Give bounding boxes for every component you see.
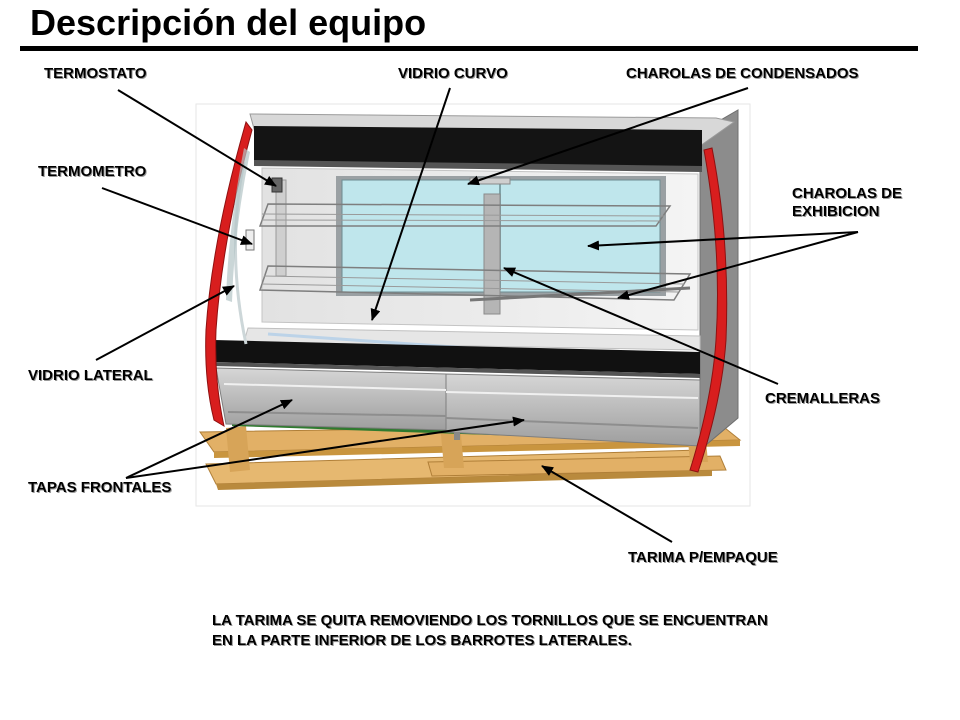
leader-tapas-frontales-1 [125,399,293,479]
label-vidrio-lateral: VIDRIO LATERAL [28,367,153,384]
top-black-trim [254,126,702,170]
label-charolas-exhibicion: CHAROLAS DE EXHIBICION [792,185,902,221]
rack-column [483,193,501,315]
leader-cremalleras [503,267,779,385]
side-glass-left [226,148,250,302]
label-tapas-frontales: TAPAS FRONTALES [28,479,172,496]
leader-lines [95,87,859,543]
label-termostato: TERMOSTATO [44,65,147,82]
left-red-frame [205,120,253,428]
leader-tarima [541,465,673,543]
leader-vidrio-lateral [95,285,235,361]
label-charolas-exhibicion-line1: CHAROLAS DE [792,185,903,202]
leader-termostato [117,89,277,187]
label-tarima: TARIMA P/EMPAQUE [628,549,778,566]
front-panel-left [215,367,447,431]
removal-note-line2: EN LA PARTE INFERIOR DE LOS BARROTES LAT… [212,632,632,649]
label-charolas-exhibicion-line2: EXHIBICION [792,203,880,220]
page-title: Descripción del equipo [30,2,427,43]
title-underline [20,46,918,51]
front-bumper [212,340,700,374]
removal-note: LA TARIMA SE QUITA REMOVIENDO LOS TORNIL… [212,611,912,651]
thermometer-unit [245,229,255,251]
leader-charolas-condensados [467,87,749,186]
removal-note-line1: LA TARIMA SE QUITA REMOVIENDO LOS TORNIL… [212,612,768,629]
leader-termometro [101,187,253,245]
leader-vidrio-curvo [370,87,451,321]
label-vidrio-curvo: VIDRIO CURVO [398,65,508,82]
label-cremalleras: CREMALLERAS [765,390,880,407]
shelf-lower [258,265,692,302]
leader-charolas-exhibicion-2 [617,231,859,300]
label-charolas-condensados: CHAROLAS DE CONDENSADOS [626,65,859,82]
leader-charolas-exhibicion-1 [587,231,859,251]
label-termometro: TERMOMETRO [38,163,147,180]
right-red-frame [689,147,728,473]
leader-tapas-frontales-2 [125,416,525,479]
shelf-upper [258,203,672,227]
